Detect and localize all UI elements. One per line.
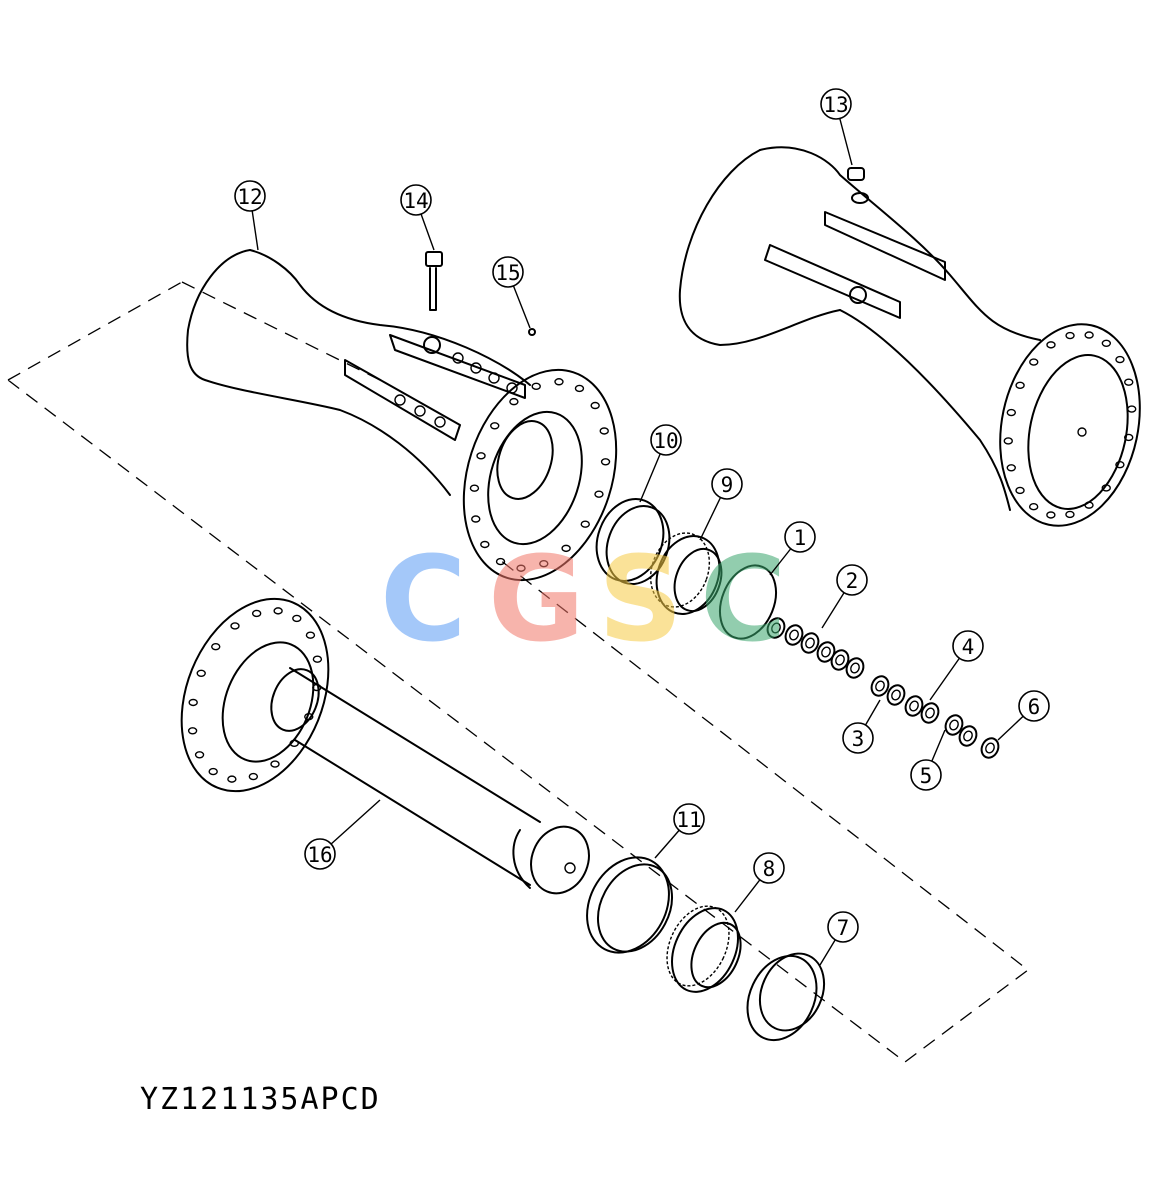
svg-text:15: 15 [495, 261, 520, 285]
callout-14: 14 [400, 184, 435, 251]
callout-11: 11 [654, 803, 705, 859]
svg-text:1: 1 [794, 526, 807, 550]
callout-12: 12 [234, 180, 266, 251]
flange-bolt-holes [469, 378, 611, 572]
callout-13: 13 [820, 88, 853, 166]
bearing-cup[interactable] [710, 557, 787, 647]
callout-5: 5 [910, 729, 946, 791]
callout-8: 8 [734, 852, 785, 913]
axle-housing-rear[interactable] [678, 146, 1158, 539]
drawing-code: YZ121135APCD [140, 1082, 381, 1117]
seal-ring[interactable] [586, 490, 680, 593]
svg-text:16: 16 [307, 843, 332, 867]
callout-7: 7 [819, 911, 859, 966]
svg-text:6: 6 [1028, 695, 1041, 719]
locating-pin[interactable] [528, 328, 536, 336]
shim-stack[interactable] [765, 616, 1002, 761]
callout-9: 9 [699, 468, 743, 541]
watermark-letter: C [380, 530, 467, 668]
svg-text:7: 7 [837, 916, 850, 940]
drain-plug[interactable] [847, 167, 869, 204]
svg-text:4: 4 [962, 635, 975, 659]
outer-bearing[interactable] [655, 896, 751, 1002]
svg-text:11: 11 [676, 808, 701, 832]
watermark-letter: G [488, 530, 585, 668]
svg-text:12: 12 [237, 185, 262, 209]
outer-bearing-cup[interactable] [734, 943, 836, 1051]
callout-15: 15 [492, 256, 531, 329]
axle-housing-front[interactable] [186, 249, 642, 600]
svg-text:14: 14 [403, 189, 428, 213]
svg-text:10: 10 [653, 429, 678, 453]
rear-flange-bolt-holes [1003, 331, 1137, 519]
callout-4: 4 [929, 630, 984, 701]
assembly-boundary [7, 281, 1030, 1063]
callout-16: 16 [304, 799, 381, 870]
callout-6: 6 [997, 690, 1050, 741]
callout-10: 10 [639, 424, 682, 503]
svg-text:8: 8 [763, 857, 776, 881]
axle-shaft[interactable] [154, 577, 598, 902]
svg-text:3: 3 [852, 727, 865, 751]
watermark-letter: C [700, 530, 787, 668]
callout-1: 1 [769, 521, 816, 576]
callout-2: 2 [821, 564, 868, 629]
housing-bolt-holes [394, 352, 518, 428]
callout-3: 3 [842, 699, 881, 754]
svg-text:13: 13 [823, 93, 848, 117]
svg-text:9: 9 [721, 473, 734, 497]
watermark-letter: S [598, 530, 683, 668]
svg-text:5: 5 [920, 764, 933, 788]
shaft-flange-holes [187, 607, 323, 783]
svg-text:2: 2 [846, 569, 859, 593]
mounting-bolt[interactable] [425, 251, 443, 311]
outer-seal-ring[interactable] [571, 843, 687, 967]
